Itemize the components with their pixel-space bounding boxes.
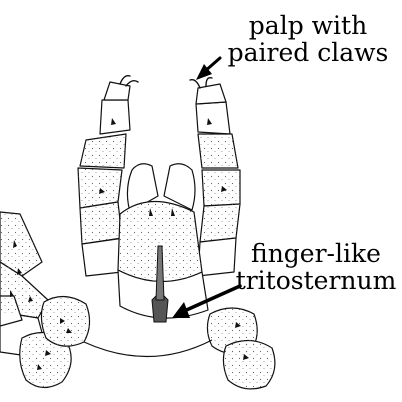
ventral-shield-outline bbox=[83, 339, 213, 358]
palp-arrowhead bbox=[196, 64, 212, 80]
right-palp-claw bbox=[205, 76, 213, 87]
tritosternum-arrow bbox=[180, 284, 242, 314]
right-palp-claw bbox=[189, 78, 201, 89]
tritosternum bbox=[151, 245, 169, 323]
left-palp-claw bbox=[125, 79, 139, 87]
tritosternum-arrowhead bbox=[172, 302, 190, 318]
right-palp-segment bbox=[197, 237, 237, 277]
right-chelicera bbox=[163, 163, 196, 211]
tritosternum-label-line2: tritosternum bbox=[235, 266, 397, 295]
tritosternum-label-line1: finger-like bbox=[251, 239, 381, 268]
left-palp-claw bbox=[119, 74, 131, 85]
left-palp-segment bbox=[99, 99, 131, 135]
right-palp-segment bbox=[195, 101, 231, 135]
left-palp-segment bbox=[103, 81, 131, 101]
tritosternum-label: finger-like tritosternum bbox=[232, 240, 400, 294]
palp-label-line1: palp with bbox=[248, 11, 368, 40]
palp-label-line2: paired claws bbox=[227, 38, 389, 67]
right-palp-segment bbox=[195, 83, 227, 105]
palp-label: palp with paired claws bbox=[218, 12, 398, 66]
left-chelicera bbox=[126, 163, 159, 213]
